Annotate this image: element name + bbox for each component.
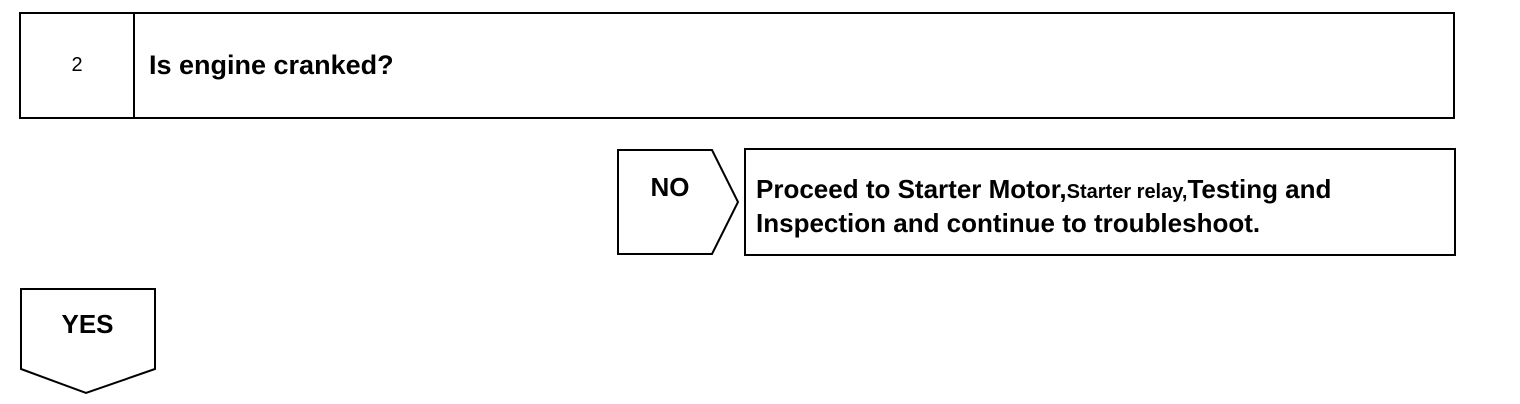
no-result-text-1: Proceed to Starter Motor,	[756, 174, 1067, 204]
no-result-box: Proceed to Starter Motor,Starter relay,T…	[744, 148, 1456, 256]
step-box: 2 Is engine cranked?	[19, 12, 1455, 119]
yes-arrow-shape	[20, 288, 156, 395]
no-arrow-shape	[617, 149, 740, 255]
no-result-text-3: Testing and Inspection and continue to t…	[756, 174, 1332, 238]
no-result-text-2: Starter relay,	[1066, 181, 1188, 203]
no-label: NO	[650, 171, 690, 202]
step-number: 2	[21, 14, 135, 117]
yes-label: YES	[61, 309, 114, 339]
no-result-text-4: .	[1252, 208, 1261, 238]
step-question: Is engine cranked?	[149, 50, 394, 80]
no-arrow: NO	[616, 148, 740, 258]
yes-arrow: YES	[19, 287, 159, 397]
